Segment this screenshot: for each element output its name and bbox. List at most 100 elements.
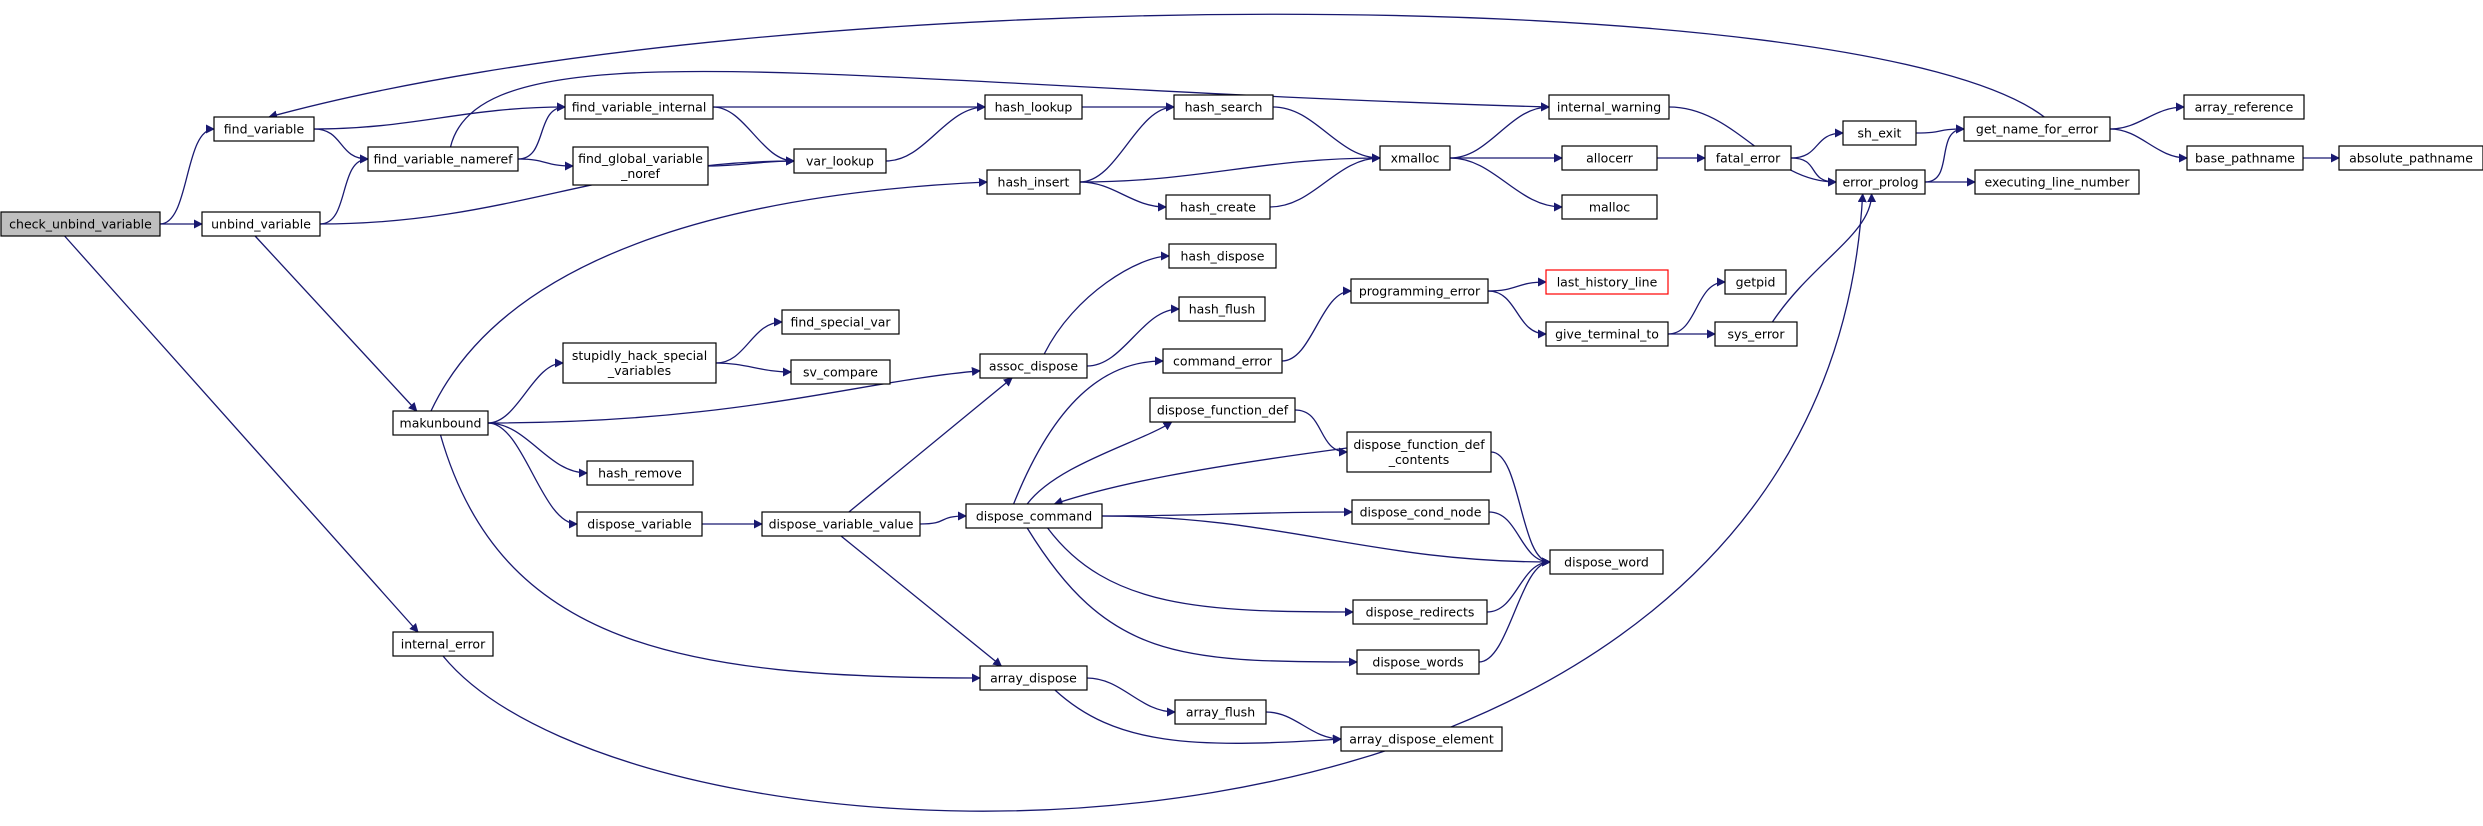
- node-hash_remove[interactable]: hash_remove: [586, 460, 694, 486]
- node-unbind_variable[interactable]: unbind_variable: [201, 211, 321, 237]
- node-box[interactable]: [1351, 499, 1490, 525]
- node-box[interactable]: [1724, 269, 1787, 295]
- node-box[interactable]: [979, 353, 1088, 379]
- node-box[interactable]: [1165, 194, 1271, 220]
- node-box[interactable]: [1714, 321, 1798, 347]
- node-array_dispose[interactable]: array_dispose: [979, 665, 1088, 691]
- node-command_error[interactable]: command_error: [1162, 348, 1283, 374]
- node-internal_warning[interactable]: internal_warning: [1548, 94, 1670, 120]
- node-box[interactable]: [1545, 269, 1669, 295]
- node-box[interactable]: [1178, 296, 1266, 322]
- node-hash_insert[interactable]: hash_insert: [986, 169, 1081, 195]
- node-get_name_for_error[interactable]: get_name_for_error: [1963, 116, 2111, 142]
- node-box[interactable]: [793, 148, 887, 174]
- node-box[interactable]: [392, 631, 494, 657]
- node-box[interactable]: [1704, 145, 1792, 171]
- node-box[interactable]: [1549, 549, 1664, 575]
- node-box[interactable]: [1168, 243, 1277, 269]
- node-box[interactable]: [979, 665, 1088, 691]
- node-allocerr[interactable]: allocerr: [1561, 145, 1658, 171]
- node-assoc_dispose[interactable]: assoc_dispose: [979, 353, 1088, 379]
- node-base_pathname[interactable]: base_pathname: [2186, 145, 2304, 171]
- node-box[interactable]: [1149, 397, 1296, 423]
- node-fatal_error[interactable]: fatal_error: [1704, 145, 1792, 171]
- node-box[interactable]: [1379, 145, 1451, 171]
- node-box[interactable]: [984, 94, 1083, 120]
- node-box[interactable]: [781, 309, 900, 335]
- node-box[interactable]: [392, 410, 489, 436]
- node-var_lookup[interactable]: var_lookup: [793, 148, 887, 174]
- node-box[interactable]: [1974, 169, 2140, 195]
- node-absolute_pathname[interactable]: absolute_pathname: [2338, 145, 2483, 171]
- node-box[interactable]: [1561, 194, 1658, 220]
- node-sys_error[interactable]: sys_error: [1714, 321, 1798, 347]
- node-hash_dispose[interactable]: hash_dispose: [1168, 243, 1277, 269]
- node-box[interactable]: [1350, 278, 1489, 304]
- node-array_reference[interactable]: array_reference: [2183, 94, 2305, 120]
- node-check_unbind_variable[interactable]: check_unbind_variable: [0, 211, 161, 237]
- node-box[interactable]: [1173, 94, 1274, 120]
- node-xmalloc[interactable]: xmalloc: [1379, 145, 1451, 171]
- node-box[interactable]: [1346, 431, 1492, 473]
- node-internal_error[interactable]: internal_error: [392, 631, 494, 657]
- node-find_variable[interactable]: find_variable: [213, 116, 315, 142]
- node-hash_create[interactable]: hash_create: [1165, 194, 1271, 220]
- node-find_special_var[interactable]: find_special_var: [781, 309, 900, 335]
- node-error_prolog[interactable]: error_prolog: [1835, 169, 1926, 195]
- node-programming_error[interactable]: programming_error: [1350, 278, 1489, 304]
- node-box[interactable]: [1545, 321, 1669, 347]
- node-dispose_redirects[interactable]: dispose_redirects: [1352, 599, 1488, 625]
- node-dispose_variable[interactable]: dispose_variable: [576, 511, 703, 537]
- node-sh_exit[interactable]: sh_exit: [1842, 120, 1917, 146]
- node-box[interactable]: [761, 511, 921, 537]
- node-dispose_command[interactable]: dispose_command: [965, 503, 1103, 529]
- node-box[interactable]: [1963, 116, 2111, 142]
- node-array_flush[interactable]: array_flush: [1174, 699, 1267, 725]
- node-find_variable_nameref[interactable]: find_variable_nameref: [367, 146, 519, 172]
- node-box[interactable]: [576, 511, 703, 537]
- node-sv_compare[interactable]: sv_compare: [790, 359, 891, 385]
- node-array_dispose_element[interactable]: array_dispose_element: [1340, 726, 1503, 752]
- node-box[interactable]: [213, 116, 315, 142]
- node-dispose_function_def[interactable]: dispose_function_def: [1149, 397, 1296, 423]
- node-stupidly_hack_special_variables[interactable]: stupidly_hack_special_variables: [562, 342, 717, 384]
- node-box[interactable]: [790, 359, 891, 385]
- node-box[interactable]: [1352, 599, 1488, 625]
- node-dispose_function_def_contents[interactable]: dispose_function_def_contents: [1346, 431, 1492, 473]
- node-executing_line_number[interactable]: executing_line_number: [1974, 169, 2140, 195]
- node-box[interactable]: [986, 169, 1081, 195]
- node-box[interactable]: [1356, 649, 1480, 675]
- node-dispose_word[interactable]: dispose_word: [1549, 549, 1664, 575]
- node-box[interactable]: [1174, 699, 1267, 725]
- node-box[interactable]: [562, 342, 717, 384]
- node-dispose_variable_value[interactable]: dispose_variable_value: [761, 511, 921, 537]
- node-dispose_cond_node[interactable]: dispose_cond_node: [1351, 499, 1490, 525]
- node-box[interactable]: [564, 94, 714, 120]
- node-box[interactable]: [586, 460, 694, 486]
- node-last_history_line[interactable]: last_history_line: [1545, 269, 1669, 295]
- node-getpid[interactable]: getpid: [1724, 269, 1787, 295]
- node-box[interactable]: [1842, 120, 1917, 146]
- node-box[interactable]: [0, 211, 161, 237]
- node-find_variable_internal[interactable]: find_variable_internal: [564, 94, 714, 120]
- node-box[interactable]: [1162, 348, 1283, 374]
- node-find_global_variable_noref[interactable]: find_global_variable_noref: [572, 146, 709, 186]
- node-makunbound[interactable]: makunbound: [392, 410, 489, 436]
- node-malloc[interactable]: malloc: [1561, 194, 1658, 220]
- node-dispose_words[interactable]: dispose_words: [1356, 649, 1480, 675]
- node-hash_flush[interactable]: hash_flush: [1178, 296, 1266, 322]
- node-box[interactable]: [2338, 145, 2483, 171]
- node-hash_search[interactable]: hash_search: [1173, 94, 1274, 120]
- node-box[interactable]: [1835, 169, 1926, 195]
- node-box[interactable]: [1548, 94, 1670, 120]
- node-box[interactable]: [201, 211, 321, 237]
- node-box[interactable]: [2183, 94, 2305, 120]
- node-box[interactable]: [1340, 726, 1503, 752]
- node-box[interactable]: [965, 503, 1103, 529]
- node-box[interactable]: [572, 146, 709, 186]
- node-box[interactable]: [2186, 145, 2304, 171]
- node-hash_lookup[interactable]: hash_lookup: [984, 94, 1083, 120]
- node-box[interactable]: [1561, 145, 1658, 171]
- node-box[interactable]: [367, 146, 519, 172]
- node-give_terminal_to[interactable]: give_terminal_to: [1545, 321, 1669, 347]
